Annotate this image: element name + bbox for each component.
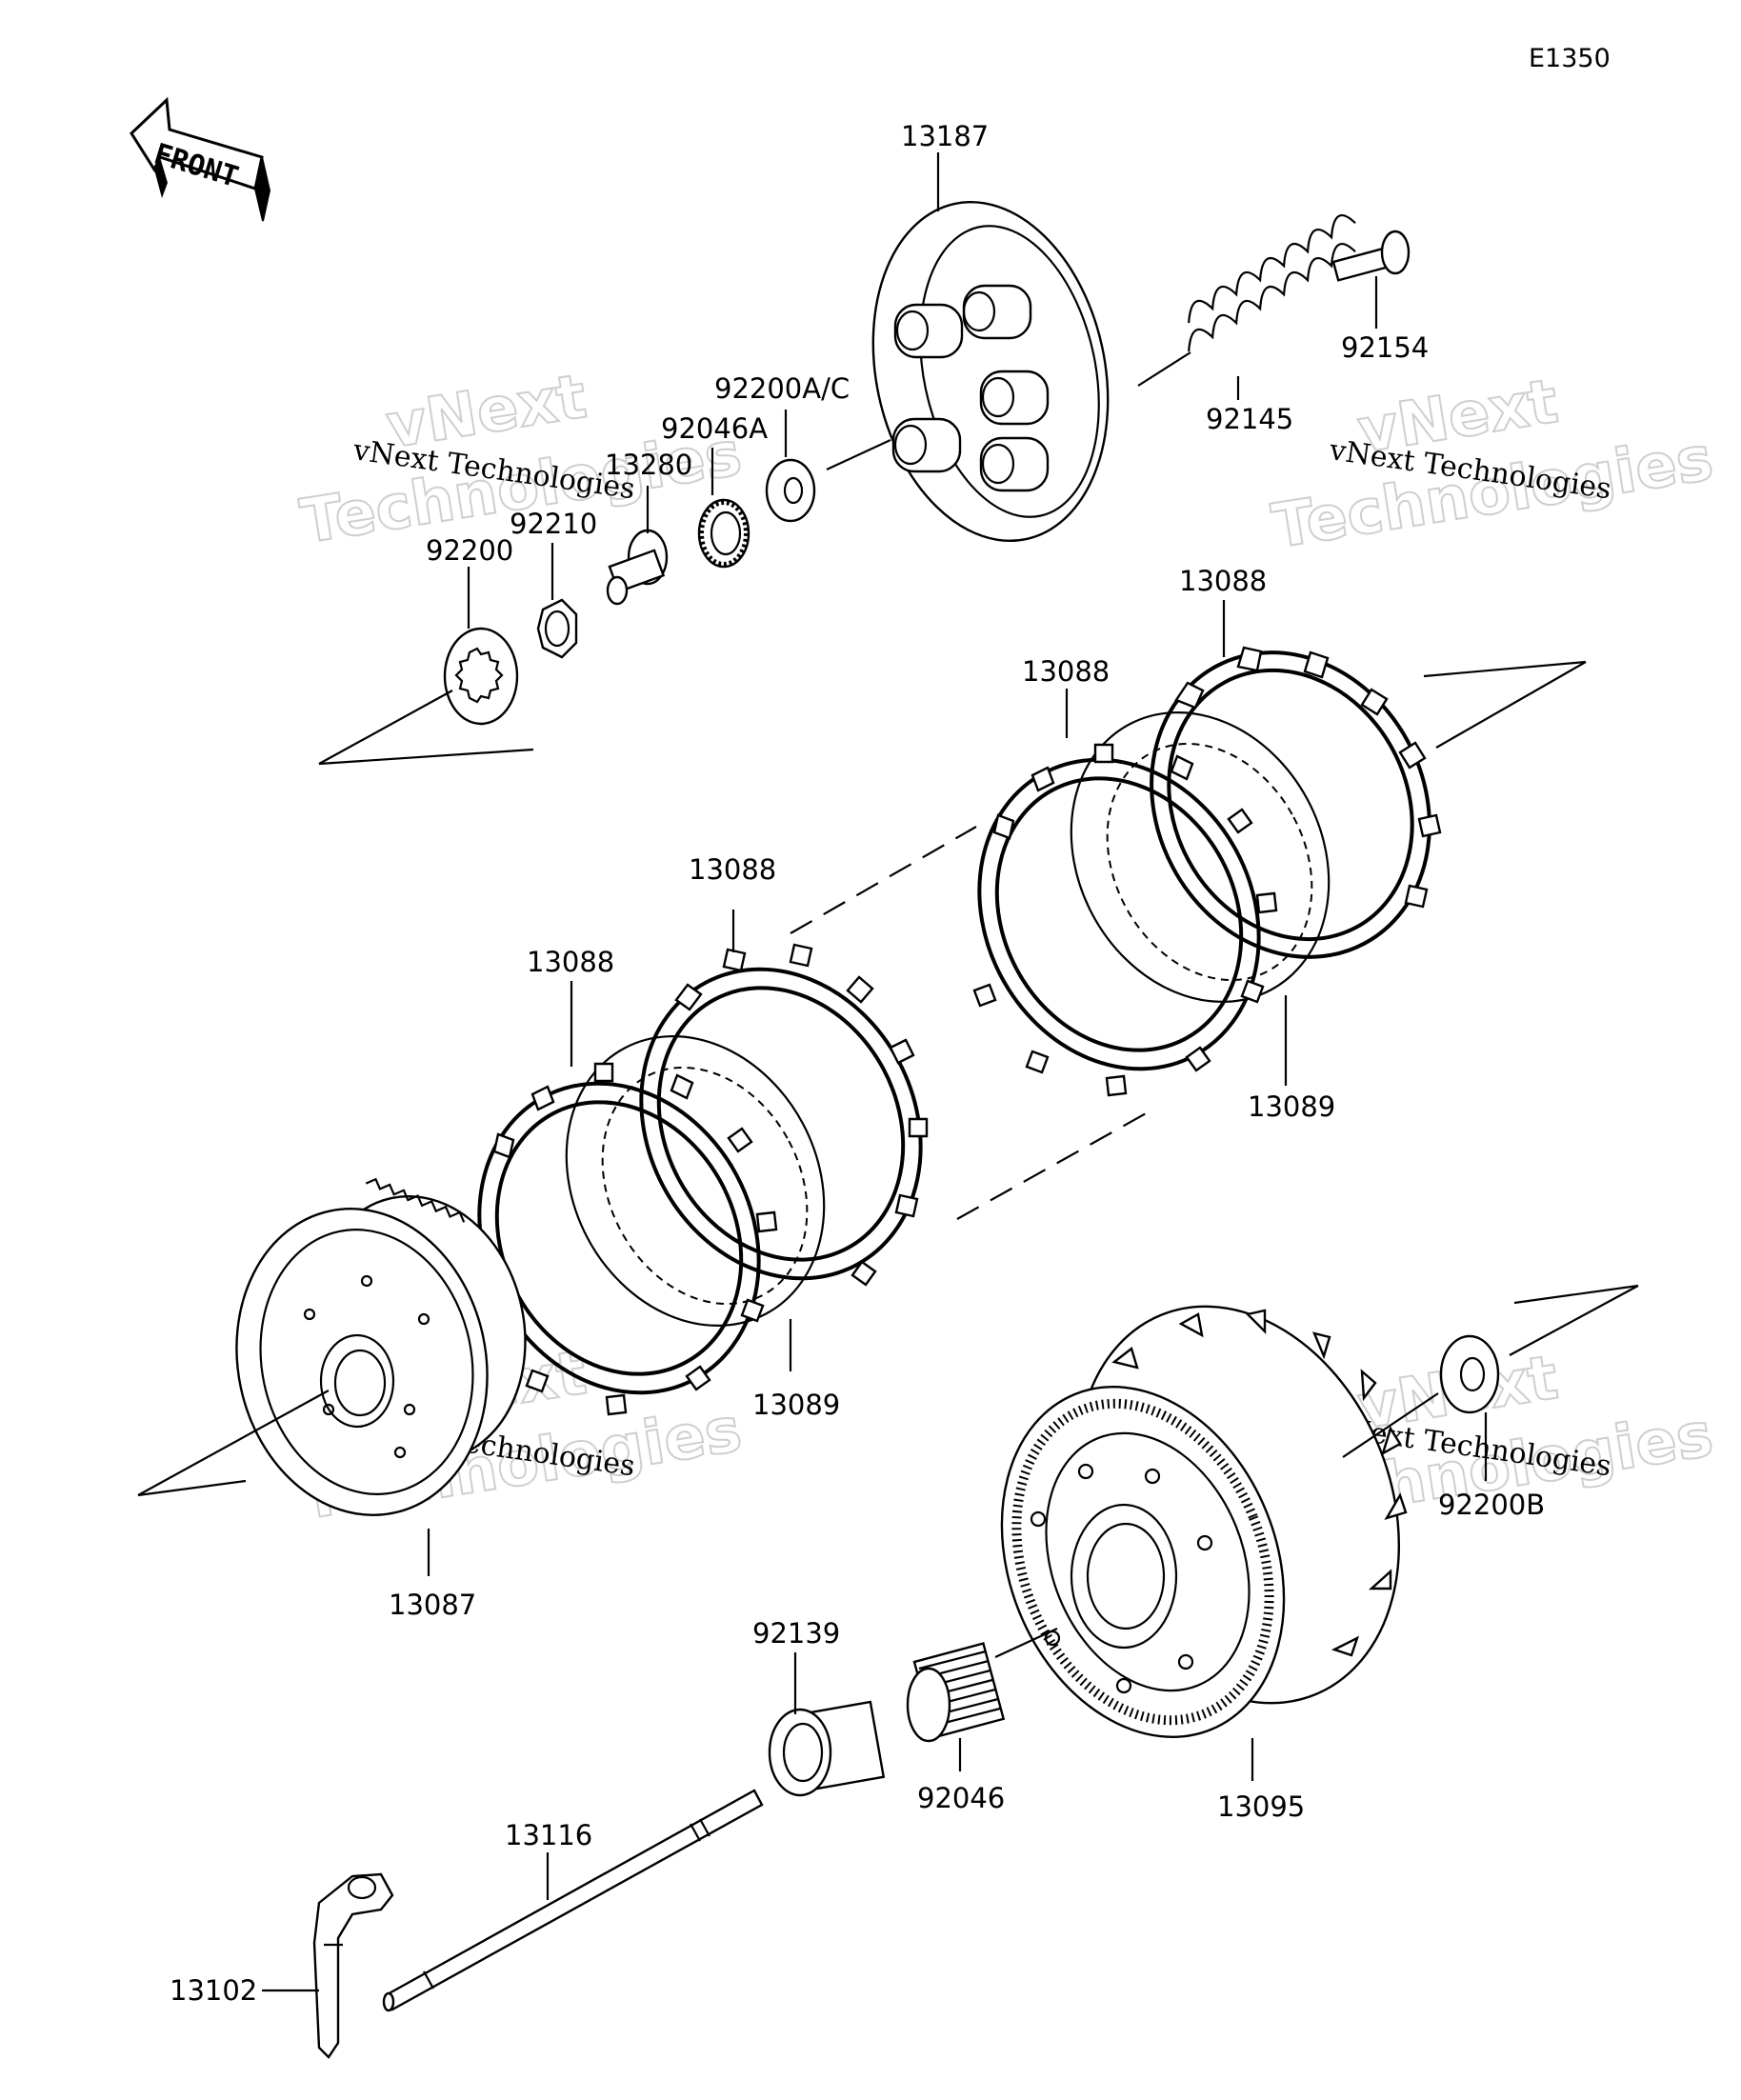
collar-92139 [768,1652,886,1797]
label-13089-a: 13089 [752,1389,840,1421]
label-92139: 92139 [752,1617,840,1650]
washer-92200B [1342,1284,1639,1481]
label-92200AC: 92200A/C [714,372,850,405]
label-13087: 13087 [389,1589,476,1621]
label-13116: 13116 [505,1819,592,1851]
label-92046A: 92046A [661,412,768,445]
label-92200: 92200 [426,534,513,567]
friction-plate-13088-b [639,910,929,1287]
axis-line [1423,660,1587,678]
label-13088-a: 13088 [527,946,614,978]
label-13088-d: 13088 [1179,565,1267,597]
dashed-guide-line [790,826,977,934]
spring-92145 [1137,213,1356,400]
label-13088-c: 13088 [1022,655,1110,688]
pushrod-13280 [606,486,669,606]
label-92154: 92154 [1341,331,1429,364]
label-13095: 13095 [1217,1790,1305,1823]
front-arrow-icon: FRONT [130,96,271,222]
label-13089-b: 13089 [1248,1090,1335,1123]
dashed-guide-line [956,1111,1149,1220]
bolt-92154 [1331,230,1411,329]
label-92210: 92210 [510,508,597,540]
washer-92200AC [765,410,891,523]
friction-plate-13088-d [1150,600,1442,959]
needle-bearing-92046 [906,1628,1058,1771]
label-92046: 92046 [917,1782,1005,1814]
washer-92200 [318,567,534,766]
label-92200B: 92200B [1438,1489,1545,1521]
diagram-code: E1350 [1529,44,1611,73]
label-13187: 13187 [901,120,989,152]
clutch-housing-13087 [137,1177,527,1576]
bearing-92046A [697,448,750,569]
shaft-13116 [382,1789,764,2012]
label-13088-b: 13088 [689,853,776,886]
friction-plate-13088-c [972,689,1278,1097]
nut-92210 [536,543,578,659]
pressure-plate-13187 [871,152,1110,543]
clutch-hub-13095 [1000,1305,1408,1781]
steel-plate-13089-a [565,1035,826,1327]
label-13102: 13102 [170,1974,257,2007]
label-13280: 13280 [605,449,692,481]
lever-13102 [262,1872,394,2059]
axis-line [1435,661,1587,749]
label-92145: 92145 [1206,403,1293,435]
steel-plate-13089-b [1070,711,1331,1003]
